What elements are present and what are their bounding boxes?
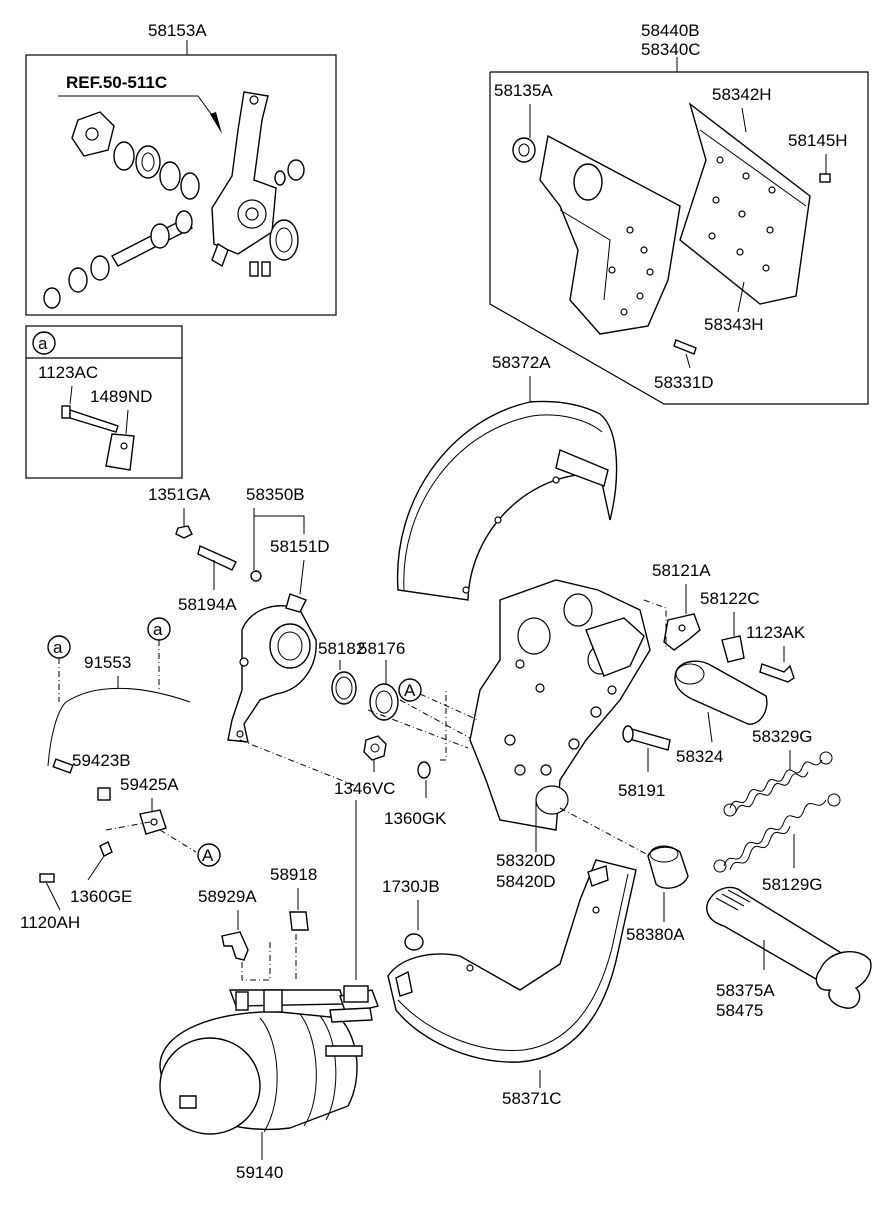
label-1489ND[interactable]: 1489ND: [90, 387, 152, 406]
label-58342H[interactable]: 58342H: [712, 85, 772, 104]
cam-roller: 58380A: [626, 845, 689, 944]
label-59140[interactable]: 59140: [236, 1163, 283, 1182]
label-58194A[interactable]: 58194A: [178, 595, 237, 614]
label-1360GE[interactable]: 1360GE: [70, 887, 132, 906]
label-58475[interactable]: 58475: [716, 1001, 763, 1020]
label-58191[interactable]: 58191: [618, 781, 665, 800]
label-58420D[interactable]: 58420D: [496, 872, 556, 891]
label-58329G[interactable]: 58329G: [752, 727, 813, 746]
abs-sensor-group: a a 91553 59423B 59425A A 1360GE 1120AH: [20, 617, 221, 932]
brake-shoe-kit-box: 58440B 58340C 58135A 58342H 58145H 58343: [489, 21, 869, 405]
label-58153A[interactable]: 58153A: [148, 21, 207, 40]
label-1120AH[interactable]: 1120AH: [20, 913, 80, 932]
label-58380A[interactable]: 58380A: [626, 925, 685, 944]
label-58122C[interactable]: 58122C: [700, 589, 760, 608]
label-58371C[interactable]: 58371C: [502, 1089, 562, 1108]
label-58343H[interactable]: 58343H: [704, 315, 764, 334]
label-ref-50-511c[interactable]: REF.50-511C: [66, 73, 167, 92]
label-58151D[interactable]: 58151D: [270, 537, 330, 556]
label-58340C[interactable]: 58340C: [641, 40, 701, 59]
label-1351GA[interactable]: 1351GA: [148, 485, 211, 504]
label-1360GK[interactable]: 1360GK: [384, 809, 447, 828]
circle-a-right[interactable]: a: [153, 620, 163, 639]
label-1123AK[interactable]: 1123AK: [746, 623, 806, 642]
return-springs: 58329G 58129G: [713, 727, 841, 894]
slack-adjuster-kit-box: 58153A REF.50-511C: [25, 21, 337, 316]
circle-big-a-spider[interactable]: A: [404, 681, 416, 700]
label-58350B[interactable]: 58350B: [246, 485, 305, 504]
label-58372A[interactable]: 58372A: [492, 353, 551, 372]
label-58324[interactable]: 58324: [676, 747, 723, 766]
detail-a-badge[interactable]: a: [38, 334, 48, 353]
label-59423B[interactable]: 59423B: [72, 751, 131, 770]
circle-a-left[interactable]: a: [53, 638, 63, 657]
label-1346VC[interactable]: 1346VC: [334, 779, 395, 798]
label-1123AC[interactable]: 1123AC: [38, 363, 98, 382]
circle-big-a-lower[interactable]: A: [202, 846, 214, 865]
label-58176[interactable]: 58176: [358, 639, 405, 658]
cam-bushing-group: 58121A 58122C 1123AK 58324 58191: [559, 561, 806, 857]
dust-shield-upper: 58372A: [396, 353, 618, 601]
detail-a-box: a 1123AC 1489ND: [25, 325, 183, 479]
label-91553[interactable]: 91553: [84, 653, 131, 672]
nuts-and-washers: 1346VC 1360GK: [334, 690, 447, 980]
label-58375A[interactable]: 58375A: [716, 981, 775, 1000]
brake-spider: A 58320D 58420D: [239, 579, 651, 891]
label-58145H[interactable]: 58145H: [788, 131, 848, 150]
dust-shield-lower: 1730JB 58371C: [382, 859, 637, 1108]
label-58182[interactable]: 58182: [318, 639, 365, 658]
label-58918[interactable]: 58918: [270, 865, 317, 884]
camshaft: 58375A 58475: [706, 886, 872, 1020]
label-58121A[interactable]: 58121A: [652, 561, 711, 580]
slack-adjuster: 1351GA 58350B 58151D 58194A 58182 58176: [148, 485, 405, 743]
label-58440B[interactable]: 58440B: [641, 21, 700, 40]
label-58135A[interactable]: 58135A: [494, 81, 553, 100]
label-58929A[interactable]: 58929A: [198, 887, 257, 906]
label-58331D[interactable]: 58331D: [654, 373, 714, 392]
brake-chamber: 58918 58929A 59140: [159, 865, 379, 1182]
label-58129G[interactable]: 58129G: [762, 875, 823, 894]
label-59425A[interactable]: 59425A: [120, 775, 179, 794]
label-1730JB[interactable]: 1730JB: [382, 877, 440, 896]
label-58320D[interactable]: 58320D: [496, 851, 556, 870]
